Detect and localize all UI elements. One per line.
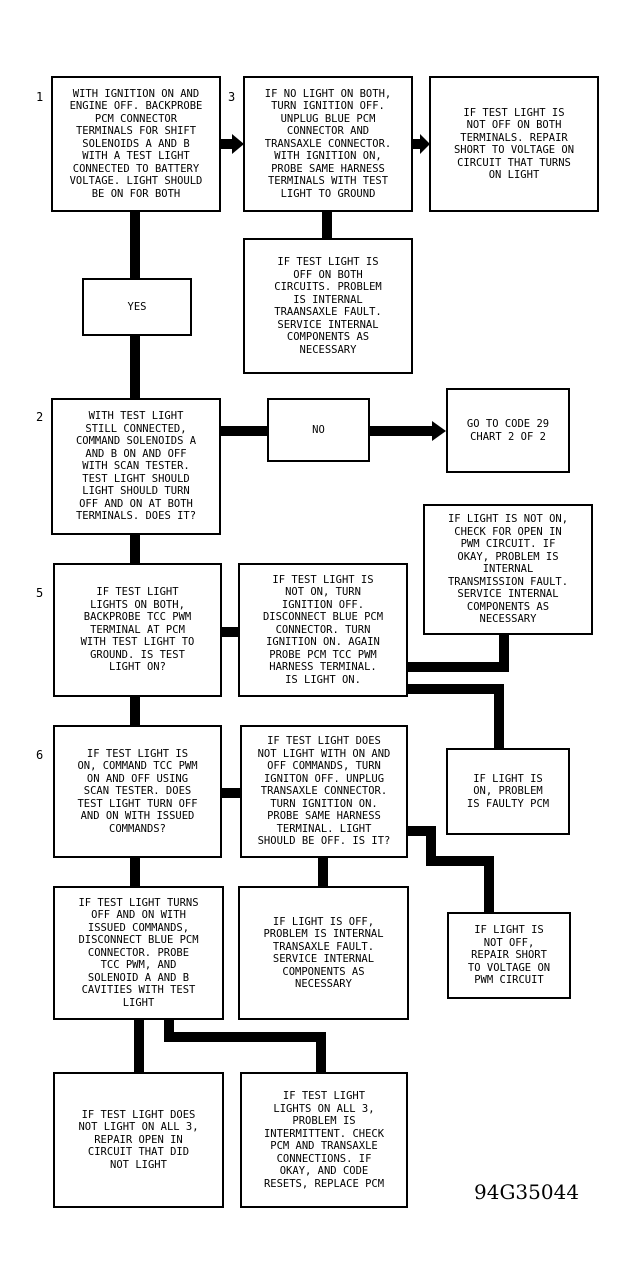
connector-6r-to-short2-v2 [484,856,494,912]
box-goto-code-29: GO TO CODE 29 CHART 2 OF 2 [446,388,570,473]
box-internal-fault-2: IF LIGHT IS OFF, PROBLEM IS INTERNAL TRA… [238,886,409,1020]
connector-7-to-intermittent-h [164,1032,326,1042]
connector-1-to-3 [220,139,234,149]
arrowhead-1-to-3 [232,134,244,154]
connector-5-to-5r [221,627,239,637]
box-step-7: IF TEST LIGHT TURNS OFF AND ON WITH ISSU… [53,886,224,1020]
connector-1-to-yes [130,212,140,278]
connector-6r-to-short2-h1 [408,826,436,836]
box-step-6: IF TEST LIGHT IS ON, COMMAND TCC PWM ON … [53,725,222,858]
connector-7-to-intermittent-v2 [316,1032,326,1072]
box-faulty-pcm: IF LIGHT IS ON, PROBLEM IS FAULTY PCM [446,748,570,835]
box-no: NO [267,398,370,462]
figure-code: 94G35044 [474,1180,580,1204]
connector-5r-to-openpwm-h [408,662,509,672]
box-step-1: WITH IGNITION ON AND ENGINE OFF. BACKPRO… [51,76,221,212]
box-step-6-no-light: IF TEST LIGHT DOES NOT LIGHT WITH ON AND… [240,725,408,858]
box-internal-fault-1: IF TEST LIGHT IS OFF ON BOTH CIRCUITS. P… [243,238,413,374]
box-step-5-not-on: IF TEST LIGHT IS NOT ON, TURN IGNITION O… [238,563,408,697]
arrowhead-no-to-goto [432,421,446,441]
step-number-3: 3 [228,90,236,104]
box-short-to-voltage: IF TEST LIGHT IS NOT OFF ON BOTH TERMINA… [429,76,599,212]
connector-5r-to-faulty-v [494,684,504,748]
connector-6r-to-short2-v [426,826,436,866]
connector-no-to-goto [370,426,436,436]
step-number-1: 1 [36,90,44,104]
connector-6-to-6r [222,788,240,798]
box-yes: YES [82,278,192,336]
connector-7-to-open3 [134,1020,144,1072]
step-number-2: 2 [36,410,44,424]
connector-3-to-short1 [413,139,423,149]
box-step-2: WITH TEST LIGHT STILL CONNECTED, COMMAND… [51,398,221,535]
connector-6-to-7 [130,858,140,886]
connector-5-to-6 [130,697,140,725]
arrowhead-3-to-short1 [420,134,430,154]
connector-5r-to-openpwm-v [499,635,509,672]
connector-7-to-intermittent-v1 [164,1020,174,1042]
connector-2-to-5 [130,535,140,563]
connector-6r-to-short2-h2 [426,856,494,866]
connector-6r-to-internal2 [318,858,328,886]
connector-3-to-internal1 [322,212,332,238]
box-short-pwm-circuit: IF LIGHT IS NOT OFF, REPAIR SHORT TO VOL… [447,912,571,999]
box-intermittent: IF TEST LIGHT LIGHTS ON ALL 3, PROBLEM I… [240,1072,408,1208]
box-open-circuit: IF TEST LIGHT DOES NOT LIGHT ON ALL 3, R… [53,1072,224,1208]
step-number-5: 5 [36,586,44,600]
connector-5r-to-faulty-h [408,684,504,694]
connector-2-to-no [221,426,268,436]
step-number-6: 6 [36,748,44,762]
box-step-3: IF NO LIGHT ON BOTH, TURN IGNITION OFF. … [243,76,413,212]
box-open-pwm-circuit: IF LIGHT IS NOT ON, CHECK FOR OPEN IN PW… [423,504,593,635]
box-step-5: IF TEST LIGHT LIGHTS ON BOTH, BACKPROBE … [53,563,222,697]
connector-yes-to-2 [130,336,140,398]
